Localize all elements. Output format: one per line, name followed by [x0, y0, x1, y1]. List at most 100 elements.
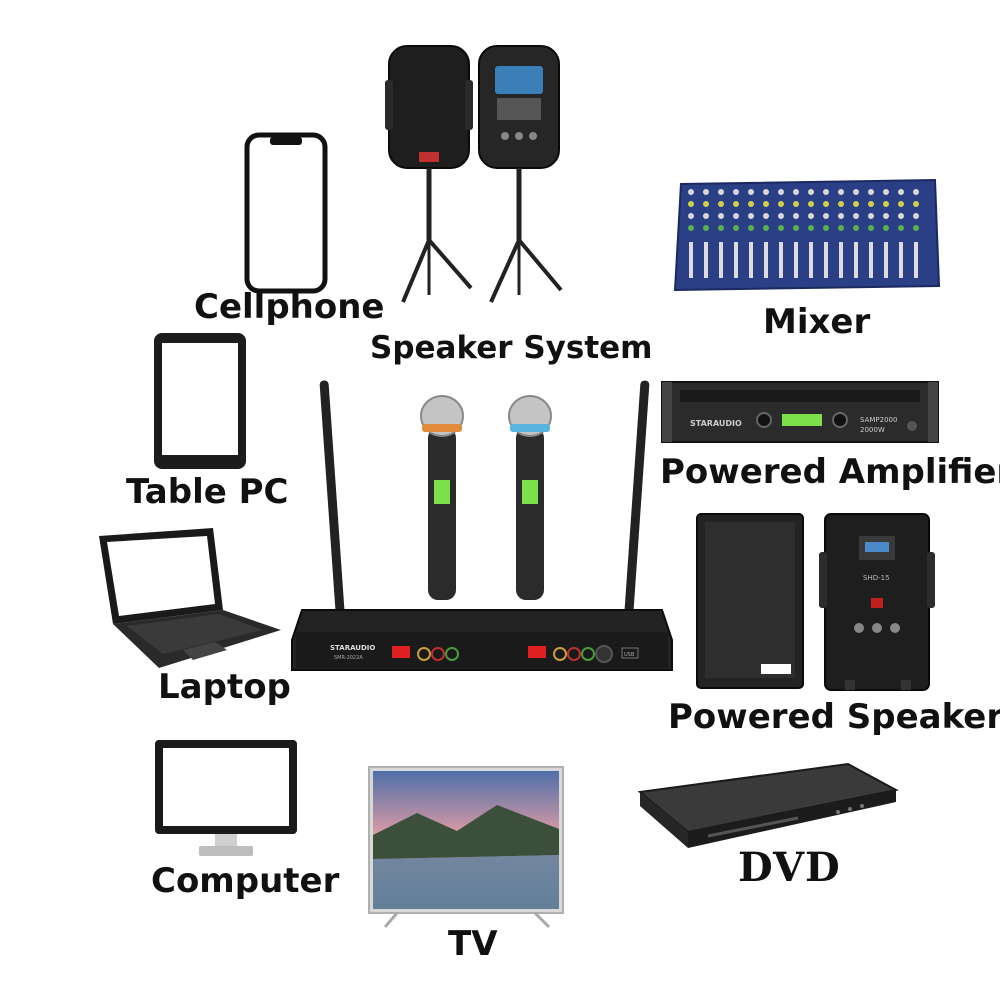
- mixer-knob: [853, 213, 859, 219]
- cellphone-image: [244, 132, 328, 294]
- mixer-fader: [794, 242, 798, 278]
- mixer-knob: [688, 225, 694, 231]
- mixer-knob: [838, 225, 844, 231]
- mixer-knob: [778, 225, 784, 231]
- mixer-knob: [883, 225, 889, 231]
- mixer-knob: [913, 201, 919, 207]
- mixer-fader: [914, 242, 918, 278]
- mixer-knob: [793, 225, 799, 231]
- receiver-model: SMR-2022A: [334, 655, 363, 661]
- mixer-knob: [688, 213, 694, 219]
- mixer-knob: [823, 225, 829, 231]
- mixer-fader: [824, 242, 828, 278]
- mixer-knob: [823, 189, 829, 195]
- mixer-knob: [883, 213, 889, 219]
- mixer-knob: [793, 201, 799, 207]
- mixer-knob: [688, 201, 694, 207]
- speaker-model: SHD-15: [863, 574, 890, 582]
- tv-image: [368, 766, 564, 929]
- mixer-knob: [748, 225, 754, 231]
- computer-label: Computer: [151, 861, 340, 901]
- mixer-knob: [763, 201, 769, 207]
- mixer-knob: [883, 201, 889, 207]
- mixer-knob: [718, 213, 724, 219]
- mixer-fader: [809, 242, 813, 278]
- amplifier-model: SAMP2000: [860, 416, 897, 424]
- amplifier-logo: STARAUDIO: [690, 419, 742, 428]
- mixer-knob: [718, 189, 724, 195]
- mixer-label: Mixer: [763, 302, 871, 342]
- mixer-knob: [808, 213, 814, 219]
- mixer-knob: [868, 201, 874, 207]
- receiver-logo: STARAUDIO: [330, 644, 375, 652]
- mixer-knob: [748, 213, 754, 219]
- table-pc-label: Table PC: [126, 472, 289, 512]
- mixer-knob: [913, 189, 919, 195]
- mixer-knob: [838, 213, 844, 219]
- mixer-knob: [733, 201, 739, 207]
- mixer-knob: [763, 189, 769, 195]
- mixer-fader: [689, 242, 693, 278]
- mixer-knob: [898, 225, 904, 231]
- mixer-knob: [823, 213, 829, 219]
- mixer-knob: [913, 225, 919, 231]
- computer-image: [155, 740, 297, 856]
- mixer-knob: [703, 213, 709, 219]
- speaker-system-image: [385, 45, 563, 303]
- mixer-fader: [779, 242, 783, 278]
- speaker-system-label: Speaker System: [370, 330, 653, 366]
- mixer-knob: [883, 189, 889, 195]
- mixer-knob: [733, 189, 739, 195]
- mixer-fader: [734, 242, 738, 278]
- cellphone-label: Cellphone: [194, 287, 385, 327]
- mixer-knob: [868, 225, 874, 231]
- mixer-knob: [733, 213, 739, 219]
- mixer-knob: [763, 225, 769, 231]
- mixer-fader: [869, 242, 873, 278]
- mixer-fader: [899, 242, 903, 278]
- mixer-knob: [718, 201, 724, 207]
- mixer-knob: [898, 189, 904, 195]
- mixer-knob: [778, 189, 784, 195]
- powered-amplifier-label: Powered Amplifier: [660, 452, 1000, 492]
- mixer-knob: [853, 201, 859, 207]
- tv-label: TV: [448, 924, 498, 964]
- mixer-knob: [778, 213, 784, 219]
- mixer-knob: [853, 189, 859, 195]
- usb-label: USB: [624, 652, 635, 658]
- mixer-knob: [838, 189, 844, 195]
- mixer-knob: [808, 201, 814, 207]
- dvd-player-image: [637, 762, 899, 848]
- mixer-knob: [853, 225, 859, 231]
- mixer-fader: [854, 242, 858, 278]
- mixer-knob: [763, 213, 769, 219]
- mixer-fader: [884, 242, 888, 278]
- laptop-image: [99, 528, 281, 668]
- mixer-knob: [748, 201, 754, 207]
- mixer-knob: [913, 213, 919, 219]
- mixer-fader: [719, 242, 723, 278]
- mixer-knob: [808, 225, 814, 231]
- mixer-knob: [778, 201, 784, 207]
- mixer-knob: [703, 189, 709, 195]
- tablet-image: [154, 333, 246, 469]
- amplifier-power: 2000W: [860, 426, 885, 434]
- powered-amplifier-image: STARAUDIO SAMP2000 2000W: [661, 381, 939, 443]
- mixer-knob: [703, 201, 709, 207]
- mixer-image: [673, 178, 941, 292]
- mixer-knob: [688, 189, 694, 195]
- dvd-label: DVD: [738, 844, 841, 891]
- powered-speaker-label: Powered Speaker: [668, 697, 1000, 737]
- mixer-knob: [718, 225, 724, 231]
- mixer-knob: [838, 201, 844, 207]
- powered-speaker-image: SHD-15: [696, 513, 935, 691]
- mixer-knob: [808, 189, 814, 195]
- mixer-knob: [793, 189, 799, 195]
- mixer-fader: [764, 242, 768, 278]
- laptop-label: Laptop: [158, 667, 291, 707]
- mixer-knob: [898, 201, 904, 207]
- mixer-knob: [703, 225, 709, 231]
- mixer-knob: [733, 225, 739, 231]
- mixer-knob: [868, 189, 874, 195]
- mixer-knob: [793, 213, 799, 219]
